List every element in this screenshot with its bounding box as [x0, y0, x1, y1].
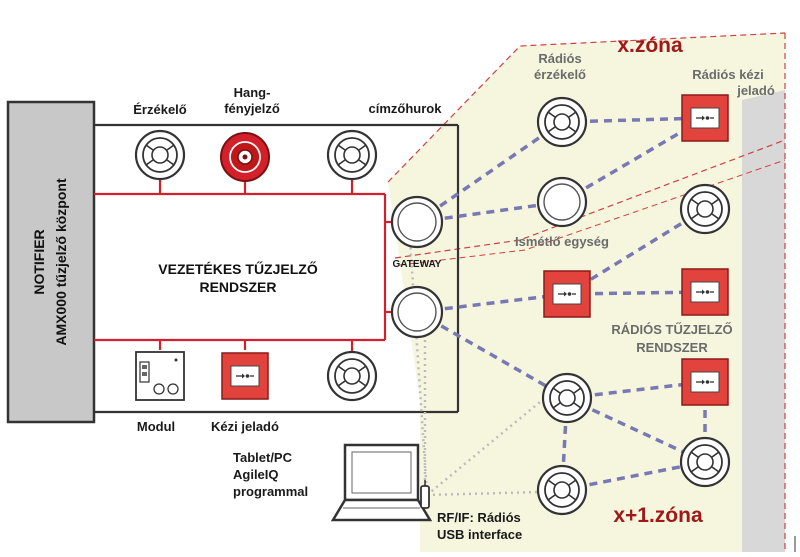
detector-label: Érzékelő: [133, 102, 187, 117]
repeater-label: Ismétlő egység: [515, 234, 609, 249]
radio-detector-icon-2: [679, 183, 731, 235]
radio-title-line2: RENDSZER: [636, 340, 708, 355]
zone-top-label: x.zóna: [617, 34, 683, 57]
gateway-icon-1: [390, 195, 444, 249]
pc-label-line2: AgileIQ: [233, 467, 279, 482]
radio-call-point-icon: [681, 94, 729, 142]
wired-detector-icon-3: [326, 350, 378, 402]
radio-detector-icon-4: [679, 436, 731, 488]
wired-title-line1: VEZETÉKES TŰZJELZŐ: [158, 260, 318, 277]
wired-call-point-icon: [221, 352, 269, 400]
control-panel: [6, 100, 96, 424]
gateway-label: GATEWAY: [393, 259, 442, 270]
radio-title-line1: RÁDIÓS TŰZJELZŐ: [611, 322, 732, 337]
pc-label-line3: programmal: [233, 484, 308, 499]
zone-divider-lower: [399, 159, 786, 266]
usb-dongle-icon: [420, 480, 430, 509]
module-icon: [135, 351, 185, 401]
usb-label-line2: USB interface: [437, 527, 522, 542]
module-label: Modul: [137, 419, 175, 434]
sounder-icon: [220, 132, 270, 182]
wired-detector-icon: [134, 129, 186, 181]
radio-call-point-label-line2: jeladó: [736, 83, 775, 98]
loop-label: címzőhurok: [369, 101, 443, 116]
radio-call-point-icon-2: [543, 270, 591, 318]
radio-detector-icon-5: [536, 464, 588, 516]
gray-side-area: [742, 90, 785, 552]
gateway-icon-2: [390, 285, 444, 339]
usb-label-line1: RF/IF: Rádiós: [437, 510, 521, 525]
radio-call-point-label-line1: Rádiós kézi: [692, 67, 764, 82]
radio-call-point-icon-3: [681, 268, 729, 316]
radio-detector-label-line1: Rádiós: [538, 51, 581, 66]
sounder-label-line2: fényjelző: [224, 101, 280, 116]
pc-label-line1: Tablet/PC: [233, 450, 293, 465]
wired-title-line2: RENDSZER: [199, 279, 276, 295]
panel-line2: AMX000 tűzjelző központ: [53, 178, 69, 346]
call-point-label: Kézi jeladó: [211, 419, 279, 434]
radio-detector-icon: [536, 96, 588, 148]
panel-line1: NOTIFIER: [31, 229, 47, 294]
zone-divider: [394, 139, 786, 259]
zone-top-border: [387, 32, 786, 183]
laptop-icon: [330, 443, 433, 522]
usb-dotted-links: [408, 239, 541, 497]
sounder-label-line1: Hang-: [234, 85, 271, 100]
radio-call-point-icon-4: [681, 358, 729, 406]
repeater-icon: [536, 176, 588, 228]
zone-bottom-label: x+1.zóna: [613, 504, 703, 527]
radio-detector-icon-3: [541, 372, 593, 424]
radio-detector-label-line2: érzékelő: [534, 67, 586, 82]
wired-detector-icon-2: [326, 129, 378, 181]
